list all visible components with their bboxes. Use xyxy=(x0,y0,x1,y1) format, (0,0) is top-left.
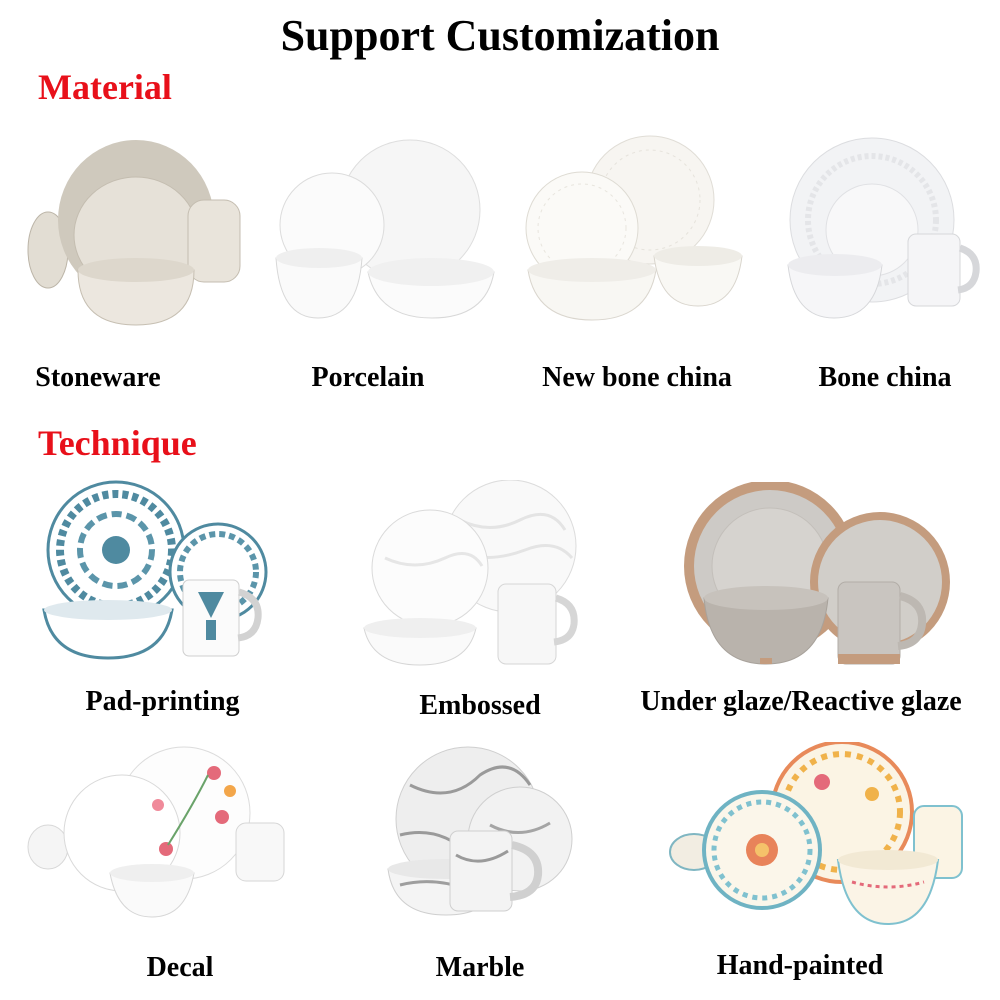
porcelain-image xyxy=(270,130,500,330)
section-heading-material: Material xyxy=(38,67,172,107)
section-heading-technique: Technique xyxy=(38,423,197,463)
embossed-image xyxy=(360,480,595,670)
label-marble: Marble xyxy=(435,952,525,983)
decal-image xyxy=(18,745,288,920)
label-under-glaze-reactive-glaze: Under glaze/Reactive glaze xyxy=(640,686,962,717)
marble-image xyxy=(380,745,580,920)
label-bone-china: Bone china xyxy=(818,362,952,393)
reactive-glaze-image xyxy=(680,482,970,672)
label-stoneware: Stoneware xyxy=(35,362,161,393)
page-title: Support Customization xyxy=(280,11,720,60)
stoneware-image xyxy=(18,130,248,330)
label-embossed: Embossed xyxy=(419,690,541,721)
label-hand-painted: Hand-painted xyxy=(716,950,884,981)
new-bone-china-image xyxy=(522,130,752,330)
bone-china-image xyxy=(780,130,980,330)
label-new-bone-china: New bone china xyxy=(542,362,732,393)
hand-painted-image xyxy=(662,742,967,932)
label-pad-printing: Pad-printing xyxy=(85,686,240,717)
label-porcelain: Porcelain xyxy=(311,362,425,393)
pad-printing-image xyxy=(38,480,273,665)
label-decal: Decal xyxy=(146,952,214,983)
